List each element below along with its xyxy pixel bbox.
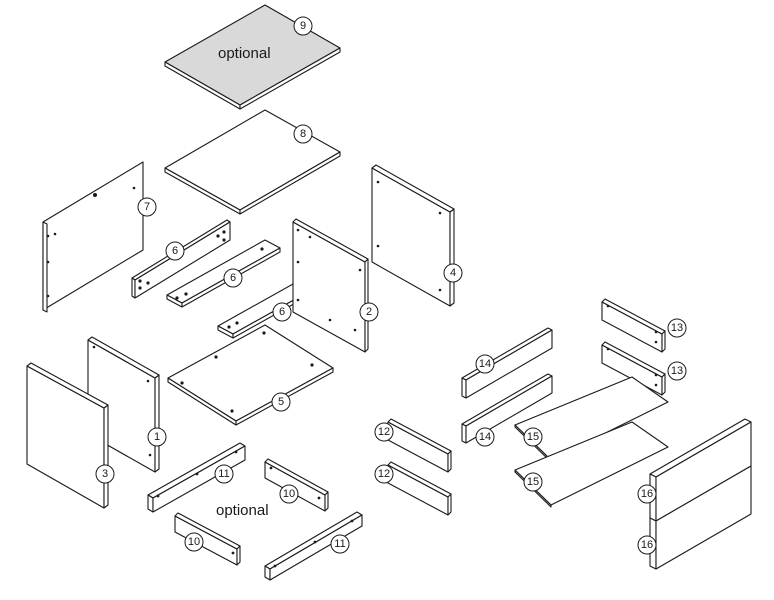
part-12-drawer-back-upper xyxy=(387,418,452,473)
svg-text:5: 5 xyxy=(278,396,284,408)
svg-text:14: 14 xyxy=(479,431,491,443)
svg-text:14: 14 xyxy=(479,358,491,370)
callout-15-upper: 15 xyxy=(523,427,543,447)
part-5-bottom-panel xyxy=(167,324,334,426)
callout-12-lower: 12 xyxy=(374,464,394,484)
part-13-drawer-rail-upper xyxy=(601,298,666,353)
callout-9: 9 xyxy=(293,16,313,36)
part-4-side-panel-right xyxy=(371,164,455,307)
svg-text:6: 6 xyxy=(230,272,236,284)
svg-text:11: 11 xyxy=(334,538,345,550)
callout-4: 4 xyxy=(443,263,463,283)
callout-11-lower: 11 xyxy=(330,534,350,554)
callout-6-lower: 6 xyxy=(272,302,292,322)
callout-6-middle: 6 xyxy=(223,268,243,288)
callout-1: 1 xyxy=(147,427,167,447)
part-7-back-panel xyxy=(42,161,144,313)
svg-text:12: 12 xyxy=(378,426,390,438)
part-16-drawer-front-lower xyxy=(649,465,752,570)
svg-text:2: 2 xyxy=(366,306,372,318)
callout-16-lower: 16 xyxy=(637,535,657,555)
callout-5: 5 xyxy=(271,392,291,412)
svg-text:4: 4 xyxy=(450,267,456,279)
part-11-base-rail-lower xyxy=(264,511,363,581)
part-8-top-panel xyxy=(164,109,341,215)
part-13-drawer-rail-lower xyxy=(601,341,666,396)
svg-text:10: 10 xyxy=(188,536,200,548)
svg-text:12: 12 xyxy=(378,468,390,480)
svg-text:13: 13 xyxy=(671,365,683,377)
svg-text:16: 16 xyxy=(641,539,653,551)
part-11-base-rail-upper xyxy=(147,442,246,513)
callout-8: 8 xyxy=(293,124,313,144)
callout-15-lower: 15 xyxy=(523,472,543,492)
callout-3: 3 xyxy=(95,464,115,484)
svg-text:3: 3 xyxy=(102,468,108,480)
callout-14-lower: 14 xyxy=(475,427,495,447)
callout-16-upper: 16 xyxy=(637,484,657,504)
svg-text:11: 11 xyxy=(218,468,229,480)
svg-text:8: 8 xyxy=(300,128,306,140)
optional-label-bottom: optional xyxy=(216,502,269,519)
svg-text:6: 6 xyxy=(279,306,285,318)
part-2-divider-panel xyxy=(292,218,369,353)
callout-13-upper: 13 xyxy=(667,318,687,338)
svg-text:15: 15 xyxy=(527,476,539,488)
part-3-side-panel-outer xyxy=(26,362,109,509)
callout-11-upper: 11 xyxy=(214,464,234,484)
callout-2: 2 xyxy=(359,302,379,322)
part-12-drawer-back-lower xyxy=(387,461,452,516)
callout-7: 7 xyxy=(137,197,157,217)
svg-text:7: 7 xyxy=(144,201,150,213)
optional-label-top: optional xyxy=(218,45,271,62)
callout-13-lower: 13 xyxy=(667,361,687,381)
callout-12-upper: 12 xyxy=(374,422,394,442)
callout-14-upper: 14 xyxy=(475,354,495,374)
part-10-base-cross-lower xyxy=(174,512,241,566)
svg-text:13: 13 xyxy=(671,322,683,334)
svg-text:1: 1 xyxy=(154,431,160,443)
svg-text:6: 6 xyxy=(172,245,178,257)
part-10-base-cross-upper xyxy=(264,458,329,512)
svg-text:10: 10 xyxy=(283,488,295,500)
callout-6-upper: 6 xyxy=(165,241,185,261)
svg-text:16: 16 xyxy=(641,488,653,500)
svg-text:9: 9 xyxy=(300,20,306,32)
callout-10-upper: 10 xyxy=(279,484,299,504)
part-14-drawer-side-lower xyxy=(461,373,553,444)
svg-text:15: 15 xyxy=(527,431,539,443)
part-9-optional-top-panel: optional xyxy=(164,4,341,110)
callout-10-lower: 10 xyxy=(184,532,204,552)
